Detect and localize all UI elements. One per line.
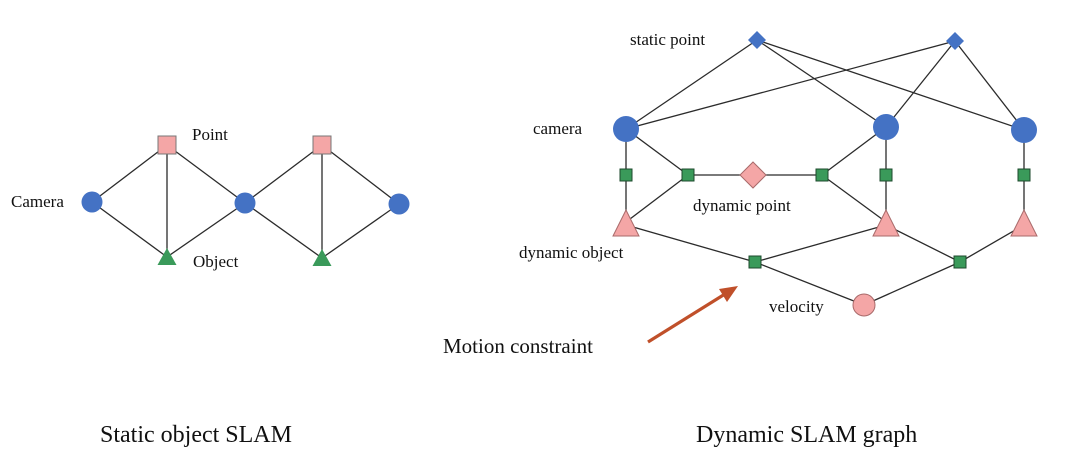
edge [954, 40, 1025, 131]
camera-node [1011, 117, 1037, 143]
edge [756, 39, 1025, 131]
motion-constraint-arrow [647, 292, 726, 344]
velocity-label: velocity [769, 297, 824, 316]
dynamic-slam-graph: static point camera dynamic point dynami… [519, 30, 1038, 448]
dynamic-object-node [872, 208, 900, 237]
camera-label: Camera [11, 192, 64, 211]
edge [321, 144, 400, 205]
edge [244, 144, 323, 204]
edge [625, 40, 956, 130]
edge [754, 261, 865, 306]
static-point-node [748, 31, 766, 49]
factor-node [815, 168, 829, 182]
edge [885, 40, 956, 128]
edge [756, 39, 887, 128]
static-point-label: static point [630, 30, 705, 49]
motion-constraint-label: Motion constraint [443, 334, 593, 358]
factor-node [681, 168, 695, 182]
factor-node [619, 168, 633, 182]
point-node [157, 135, 177, 155]
edge [754, 224, 887, 263]
dynamic-point-node [739, 161, 767, 189]
dynamic-point-label: dynamic point [693, 196, 791, 215]
edge [166, 202, 246, 258]
dynamic-object-node [612, 208, 640, 237]
dynamic-object-node [1010, 208, 1038, 237]
camera-node [234, 192, 256, 214]
factor-node [879, 168, 893, 182]
point-label: Point [192, 125, 228, 144]
edge [166, 144, 246, 204]
edge [863, 261, 961, 306]
motion-constraint-factor [748, 255, 762, 269]
motion-constraint-annotation: Motion constraint [443, 286, 738, 358]
object-node [157, 248, 177, 265]
arrowhead-icon [719, 286, 738, 302]
static-object-slam-graph: Point Camera Object Static object SLAM [11, 125, 410, 448]
camera-node [873, 114, 899, 140]
edge [885, 224, 961, 263]
factor-node [1017, 168, 1031, 182]
velocity-node [852, 293, 876, 317]
dynamic-slam-graph-caption: Dynamic SLAM graph [696, 422, 917, 448]
static-point-node [946, 32, 964, 50]
edge [821, 174, 887, 223]
edge [244, 202, 323, 259]
edge [625, 174, 689, 223]
camera-node [81, 191, 103, 213]
dynamic-object-label: dynamic object [519, 243, 624, 262]
camera-node [613, 116, 639, 142]
edge [91, 201, 168, 258]
camera-label: camera [533, 119, 583, 138]
edge [91, 144, 168, 203]
camera-node [388, 193, 410, 215]
point-node [312, 135, 332, 155]
object-label: Object [193, 252, 239, 271]
edge [321, 203, 400, 259]
object-node [312, 249, 332, 266]
static-object-slam-caption: Static object SLAM [100, 422, 292, 448]
edge [625, 39, 758, 130]
edge [821, 126, 887, 176]
edge [625, 224, 756, 263]
motion-constraint-factor [953, 255, 967, 269]
